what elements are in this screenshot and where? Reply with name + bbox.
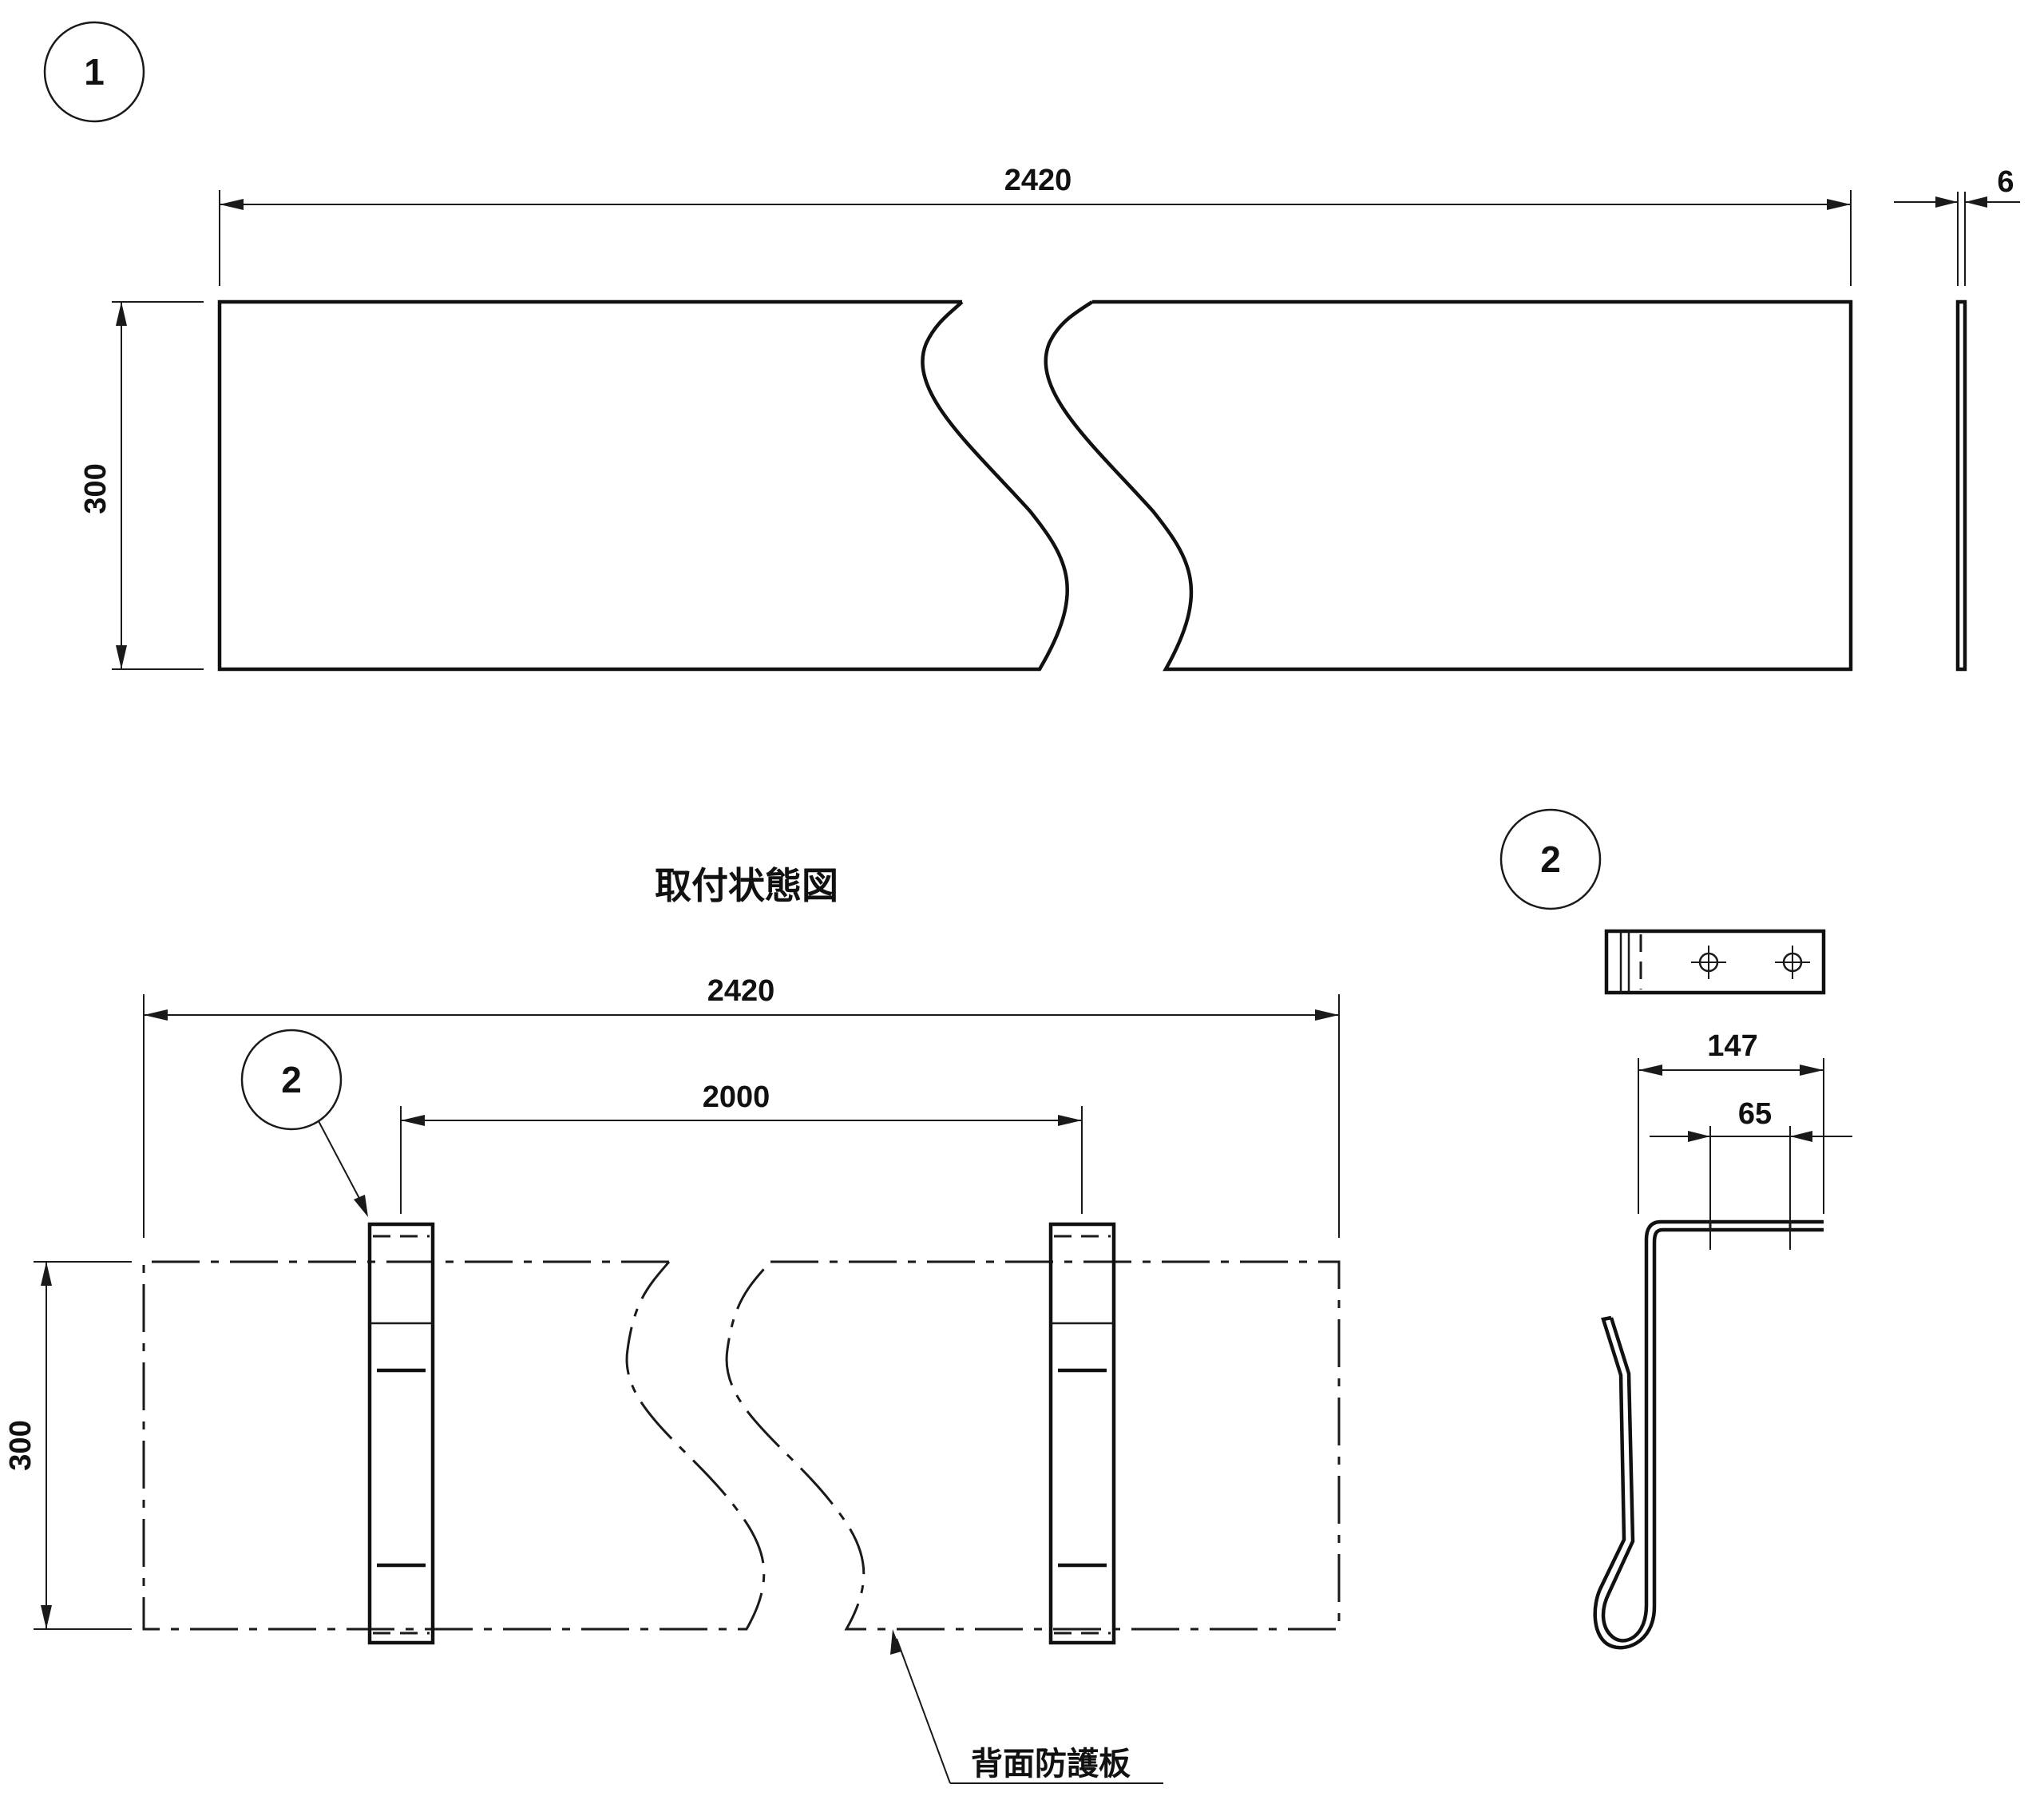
part2-pitch-dim-text: 65 [1738, 1097, 1772, 1131]
part1-height-dim-text: 300 [79, 463, 113, 513]
assembly-height-arrow-bottom [41, 1605, 52, 1629]
assembly-height-arrow-top [41, 1262, 52, 1286]
part1-length-dim-text: 2420 [1004, 164, 1072, 197]
assembly-label-leader [896, 1638, 951, 1784]
part2-hole-left [1691, 946, 1726, 979]
assembly-bracket-right [1048, 1222, 1116, 1645]
part2-callout-number: 2 [1540, 839, 1561, 880]
part1-callout-balloon [43, 21, 145, 123]
part1-thickness-arrow-right [1965, 196, 1987, 208]
part2-side-profile [1601, 1219, 1824, 1643]
part1-side-view [1955, 299, 1967, 672]
part2-view: 2 147 [1499, 808, 1852, 1650]
part2-top-view [1604, 929, 1826, 995]
assembly-spacing-dim-text: 2000 [703, 1080, 770, 1114]
assembly-callout-number: 2 [281, 1059, 302, 1100]
part2-overall-arrow-right [1800, 1065, 1824, 1076]
assembly-title: 取付状態図 [655, 864, 838, 907]
part1-thickness-dim-text: 6 [1997, 165, 2014, 199]
part2-hole-right [1775, 946, 1810, 979]
assembly-spacing-arrow-right [1058, 1115, 1082, 1126]
assembly-leader-label: 背面防護板 [971, 1746, 1131, 1782]
part1-view: 1 2420 300 6 [43, 21, 2020, 672]
part1-thickness-arrow-left [1935, 196, 1958, 208]
assembly-bracket-left [367, 1222, 435, 1645]
part1-plate-left-segment [217, 299, 1069, 672]
assembly-plate-right-phantom [725, 1260, 1341, 1631]
part2-side-profile-inner [1593, 1227, 1824, 1650]
part2-callout-balloon [1499, 808, 1602, 910]
assembly-length-arrow-left [144, 1009, 168, 1021]
part2-overall-dim-text: 147 [1707, 1029, 1757, 1063]
part1-length-arrow-left [220, 199, 244, 210]
part2-overall-arrow-left [1638, 1065, 1662, 1076]
assembly-label-arrow [890, 1629, 901, 1655]
assembly-callout-balloon [240, 1029, 343, 1131]
part1-height-arrow-top [116, 302, 127, 326]
assembly-plate-left-phantom [142, 1260, 766, 1631]
part1-plate-right-segment [1044, 299, 1853, 672]
assembly-callout-leader [317, 1119, 364, 1207]
assembly-height-dim-text: 300 [4, 1420, 38, 1470]
assembly-callout-arrow [354, 1195, 368, 1217]
assembly-length-arrow-right [1315, 1009, 1339, 1021]
assembly-view: 取付状態図 2420 [4, 864, 1341, 1784]
part1-height-arrow-bottom [116, 645, 127, 669]
part1-callout-number: 1 [84, 51, 105, 93]
assembly-spacing-arrow-left [401, 1115, 425, 1126]
part2-pitch-arrow-right [1790, 1131, 1812, 1142]
assembly-length-dim-text: 2420 [707, 974, 775, 1008]
part2-pitch-arrow-left [1688, 1131, 1710, 1142]
part1-length-arrow-right [1827, 199, 1851, 210]
